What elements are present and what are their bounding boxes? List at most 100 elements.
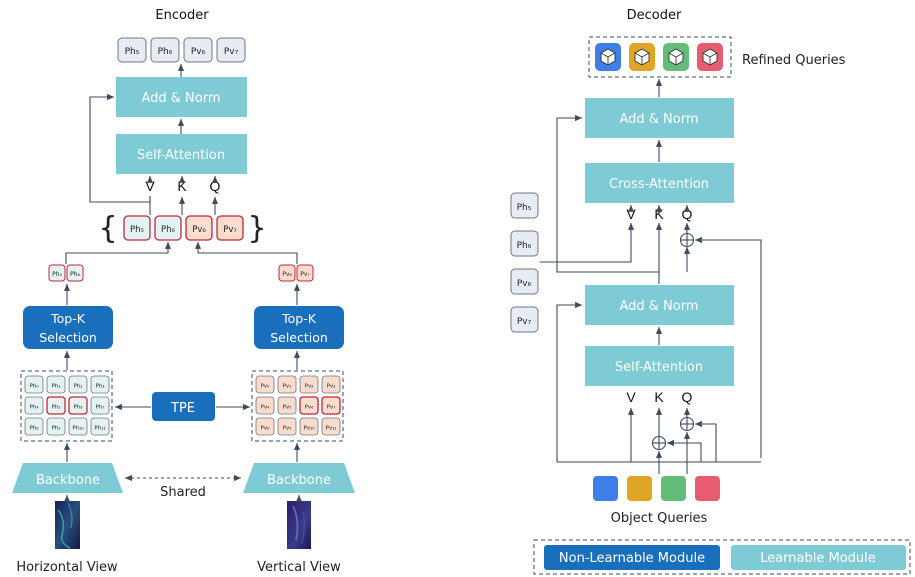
left-brace: { xyxy=(98,211,117,246)
decoder-cross-k-label: K xyxy=(654,206,664,222)
right-brace: } xyxy=(247,211,266,246)
selected-tokens: Ph₅ Ph₆ Pv₆ Pv₇ xyxy=(123,215,244,241)
svg-text:Ph₉: Ph₉ xyxy=(51,426,60,432)
object-query-square xyxy=(695,476,720,501)
legend-non-learnable-label: Non-Learnable Module xyxy=(559,551,705,566)
svg-text:Ph₀: Ph₀ xyxy=(29,384,39,390)
grid-token: Pv₁₀ xyxy=(299,417,319,436)
decoder-self-q-label: Q xyxy=(682,389,693,405)
svg-text:Pv₆: Pv₆ xyxy=(191,47,206,57)
svg-text:Top-K: Top-K xyxy=(50,311,86,326)
svg-text:Pv₇: Pv₇ xyxy=(300,271,310,278)
refined-queries-frame xyxy=(588,36,732,78)
grid-token: Pv₈ xyxy=(255,417,275,436)
grid-token: Ph₁₁ xyxy=(90,417,110,436)
grid-token: Ph₀ xyxy=(24,375,44,394)
grid-token: Pv₁ xyxy=(277,375,297,394)
svg-text:Selection: Selection xyxy=(39,330,97,345)
legend-non-learnable-swatch xyxy=(544,545,720,570)
refined-query-cubes xyxy=(595,43,723,71)
grid-token: Pv₆ xyxy=(299,396,319,415)
decoder-add-norm-top-block: Add & Norm xyxy=(585,98,734,138)
svg-text:Pv₆: Pv₆ xyxy=(192,225,206,235)
svg-text:Pv₁₀: Pv₁₀ xyxy=(304,426,316,432)
grid-token: Ph₁ xyxy=(46,375,66,394)
horizontal-token-grid-frame xyxy=(20,370,113,442)
grid-token: Ph₇ xyxy=(90,396,110,415)
object-query-square xyxy=(661,476,686,501)
decoder-cross-q-label: Q xyxy=(682,206,693,222)
svg-text:Pv₀: Pv₀ xyxy=(261,384,271,390)
svg-text:Pv₇: Pv₇ xyxy=(517,317,532,327)
topk-selection-left: Top-K Selection xyxy=(23,306,113,349)
svg-text:Ph₅: Ph₅ xyxy=(52,271,62,278)
svg-text:Pv₅: Pv₅ xyxy=(283,405,292,411)
token-small: Pv₇ xyxy=(296,264,314,282)
refined-query-cube xyxy=(663,43,689,71)
grid-token: Ph₃ xyxy=(90,375,110,394)
cross-attention-block: Cross-Attention xyxy=(585,163,734,203)
token-encoder-output: Ph₆ xyxy=(150,37,180,63)
decoder-add-norm-bottom-block: Add & Norm xyxy=(585,285,734,325)
svg-text:Ph₆: Ph₆ xyxy=(517,241,532,251)
grid-token: Pv₉ xyxy=(277,417,297,436)
horizontal-view-image xyxy=(55,501,80,549)
grid-token: Pv₄ xyxy=(255,396,275,415)
token-selected-h: Ph₅ xyxy=(123,215,151,241)
token-selected-v: Pv₇ xyxy=(216,215,244,241)
vertical-token-grid-frame xyxy=(251,370,344,442)
grid-token: Pv₅ xyxy=(277,396,297,415)
refined-queries-label: Refined Queries xyxy=(742,53,846,68)
horizontal-view-label: Horizontal View xyxy=(16,560,118,575)
svg-text:Pv₇: Pv₇ xyxy=(224,47,239,57)
svg-text:Ph₁₁: Ph₁₁ xyxy=(94,426,105,432)
svg-text:Pv₆: Pv₆ xyxy=(282,271,292,278)
grid-token: Ph₂ xyxy=(68,375,88,394)
svg-text:Backbone: Backbone xyxy=(267,473,331,488)
grid-token: Pv₀ xyxy=(255,375,275,394)
svg-text:Ph₆: Ph₆ xyxy=(70,271,80,278)
refined-query-cube xyxy=(595,43,621,71)
decoder-self-v-label: V xyxy=(626,389,636,405)
token-side: Pv₆ xyxy=(510,268,539,295)
token-side: Pv₇ xyxy=(510,306,539,333)
encoder-self-attention-block: Self-Attention xyxy=(116,134,247,174)
decoder-cross-v-label: V xyxy=(626,206,636,222)
grid-token: Ph₈ xyxy=(24,417,44,436)
svg-text:Cross-Attention: Cross-Attention xyxy=(609,177,709,192)
svg-text:Add & Norm: Add & Norm xyxy=(619,112,698,127)
legend: Non-Learnable Module Learnable Module xyxy=(533,539,911,575)
svg-text:Ph₄: Ph₄ xyxy=(29,405,39,411)
topk-selection-right: Top-K Selection xyxy=(254,306,344,349)
svg-text:Backbone: Backbone xyxy=(36,473,100,488)
svg-text:Add & Norm: Add & Norm xyxy=(141,91,220,106)
svg-text:Ph₅: Ph₅ xyxy=(125,47,140,57)
encoder-v-label: V xyxy=(145,178,155,194)
svg-text:Ph₈: Ph₈ xyxy=(29,426,39,432)
svg-text:Pv₄: Pv₄ xyxy=(261,405,271,411)
grid-token: Pv₁₁ xyxy=(321,417,341,436)
svg-text:Pv₃: Pv₃ xyxy=(327,384,336,390)
grid-token: Ph₆ xyxy=(68,396,88,415)
decoder-self-attention-block: Self-Attention xyxy=(585,346,734,386)
decoder-connectors xyxy=(540,79,762,474)
svg-text:Pv₆: Pv₆ xyxy=(517,279,532,289)
svg-text:Selection: Selection xyxy=(270,330,328,345)
svg-text:Ph₁₀: Ph₁₀ xyxy=(72,426,84,432)
svg-text:Pv₇: Pv₇ xyxy=(223,225,237,235)
refined-query-cube xyxy=(697,43,723,71)
object-query-square xyxy=(593,476,618,501)
grid-token: Pv₃ xyxy=(321,375,341,394)
left-selected-tokens: Ph₅ Ph₆ xyxy=(48,264,84,282)
object-query-squares xyxy=(593,476,720,501)
svg-text:Self-Attention: Self-Attention xyxy=(137,148,225,163)
token-side: Ph₅ xyxy=(510,192,539,219)
token-encoder-output: Pv₆ xyxy=(183,37,213,63)
svg-text:Top-K: Top-K xyxy=(281,311,317,326)
grid-token: Ph₉ xyxy=(46,417,66,436)
svg-text:Ph₅: Ph₅ xyxy=(517,203,532,213)
refined-query-cube xyxy=(629,43,655,71)
backbone-right: Backbone xyxy=(243,463,355,493)
